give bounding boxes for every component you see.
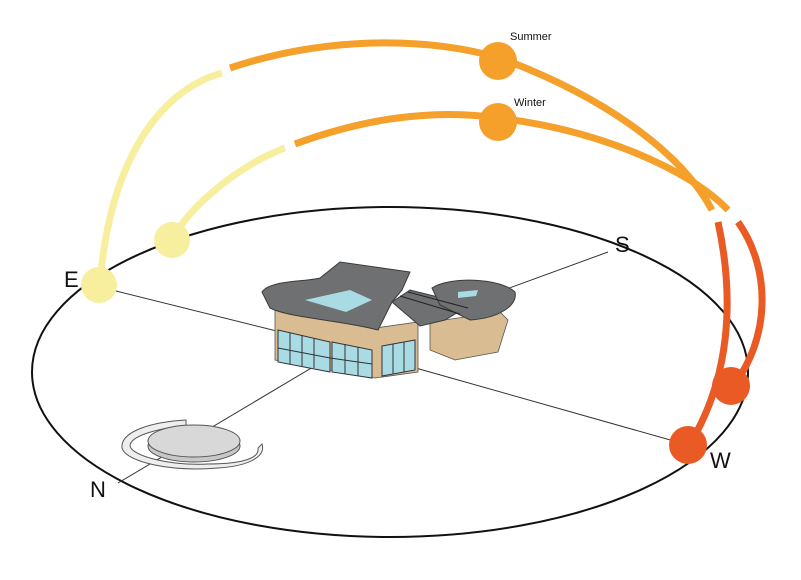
pavilion-ring-wall bbox=[121, 419, 264, 470]
roof-skylight bbox=[305, 290, 372, 312]
sun-midday-summer bbox=[479, 42, 517, 80]
sun-west-winter bbox=[712, 367, 750, 405]
summer-arc-dusk bbox=[685, 221, 731, 449]
west-label: W bbox=[710, 448, 731, 473]
circular-pavilion bbox=[121, 419, 264, 470]
summer-label: Summer bbox=[510, 31, 552, 43]
north-label: N bbox=[90, 477, 106, 502]
winter-label: Winter bbox=[514, 97, 546, 109]
summer-sun-path bbox=[96, 39, 731, 449]
ground-ellipse bbox=[31, 206, 749, 538]
sun-west-summer bbox=[669, 426, 707, 464]
summer-arc-dawn bbox=[96, 69, 223, 284]
south-label: S bbox=[615, 232, 630, 257]
building-roof-annex bbox=[431, 279, 516, 321]
winter-arc-morning bbox=[293, 111, 499, 148]
winter-arc-dusk bbox=[729, 219, 766, 390]
summer-arc-afternoon bbox=[498, 54, 716, 212]
summer-arc-morning bbox=[228, 39, 501, 72]
winter-arc-afternoon bbox=[497, 114, 731, 213]
winter-arc-dawn bbox=[168, 144, 287, 242]
building-model bbox=[261, 261, 516, 379]
roof-skylight-annex bbox=[458, 290, 478, 298]
east-label: E bbox=[64, 267, 79, 292]
pavilion-disc bbox=[147, 424, 241, 458]
sun-east-summer bbox=[81, 267, 117, 303]
sun-east-winter bbox=[154, 222, 190, 258]
sun-midday-winter bbox=[479, 103, 517, 141]
glass-facade bbox=[277, 329, 416, 379]
